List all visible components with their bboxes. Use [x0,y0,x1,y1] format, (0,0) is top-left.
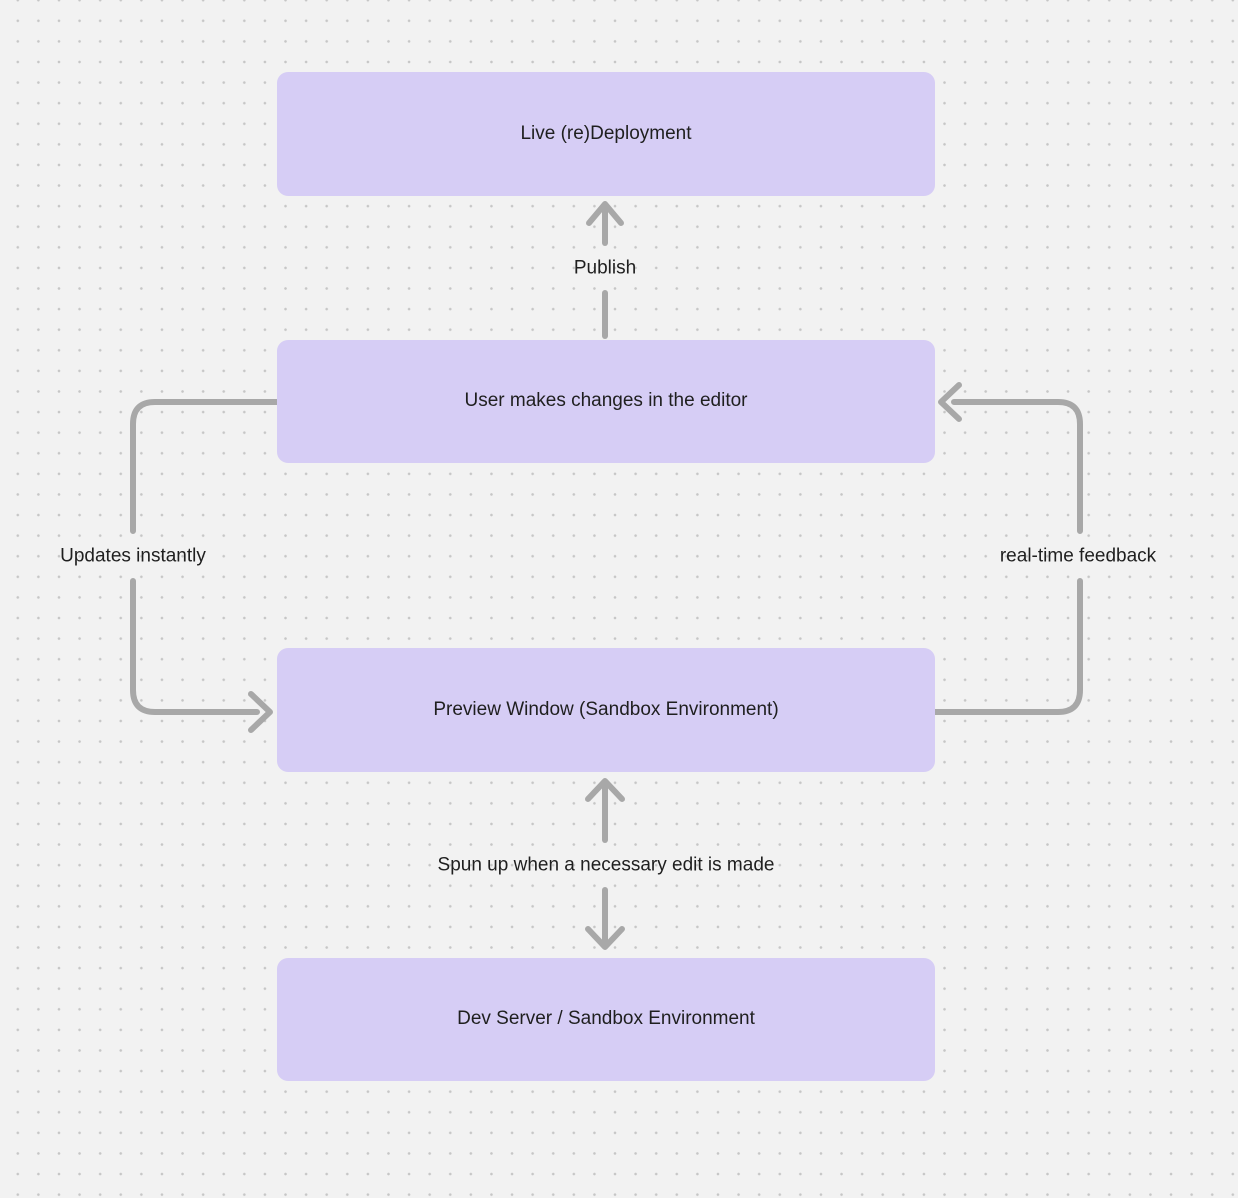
edge-feedback-segment-bottom [932,578,1083,715]
arrowhead-right-icon [248,691,273,733]
edge-label-real-time-feedback: real-time feedback [999,545,1157,567]
edge-updates-segment-top [130,399,280,534]
node-preview-window-label: Preview Window (Sandbox Environment) [433,698,779,720]
arrowhead-down-icon [585,926,625,950]
edge-updates-segment-bottom [130,578,260,715]
node-dev-server-label: Dev Server / Sandbox Environment [457,1008,755,1030]
node-live-deployment[interactable]: Live (re)Deployment [277,72,935,196]
edge-feedback-segment-top [951,399,1083,534]
node-preview-window[interactable]: Preview Window (Sandbox Environment) [277,648,935,772]
node-dev-server[interactable]: Dev Server / Sandbox Environment [277,958,935,1081]
edge-real-time-feedback [932,382,1083,715]
arrowhead-left-icon [938,382,962,422]
edge-label-updates-instantly: Updates instantly [60,545,206,567]
edge-updates-instantly [130,399,280,733]
edge-label-spun-up: Spun up when a necessary edit is made [437,854,775,876]
arrowhead-up-icon [586,201,624,226]
edge-spun-up [585,778,625,950]
node-live-deployment-label: Live (re)Deployment [520,122,692,144]
arrowhead-up-icon [585,778,625,802]
node-user-editor-label: User makes changes in the editor [464,390,748,412]
edge-label-publish: Publish [573,257,637,279]
node-user-editor[interactable]: User makes changes in the editor [277,340,935,463]
edge-publish [586,201,624,339]
